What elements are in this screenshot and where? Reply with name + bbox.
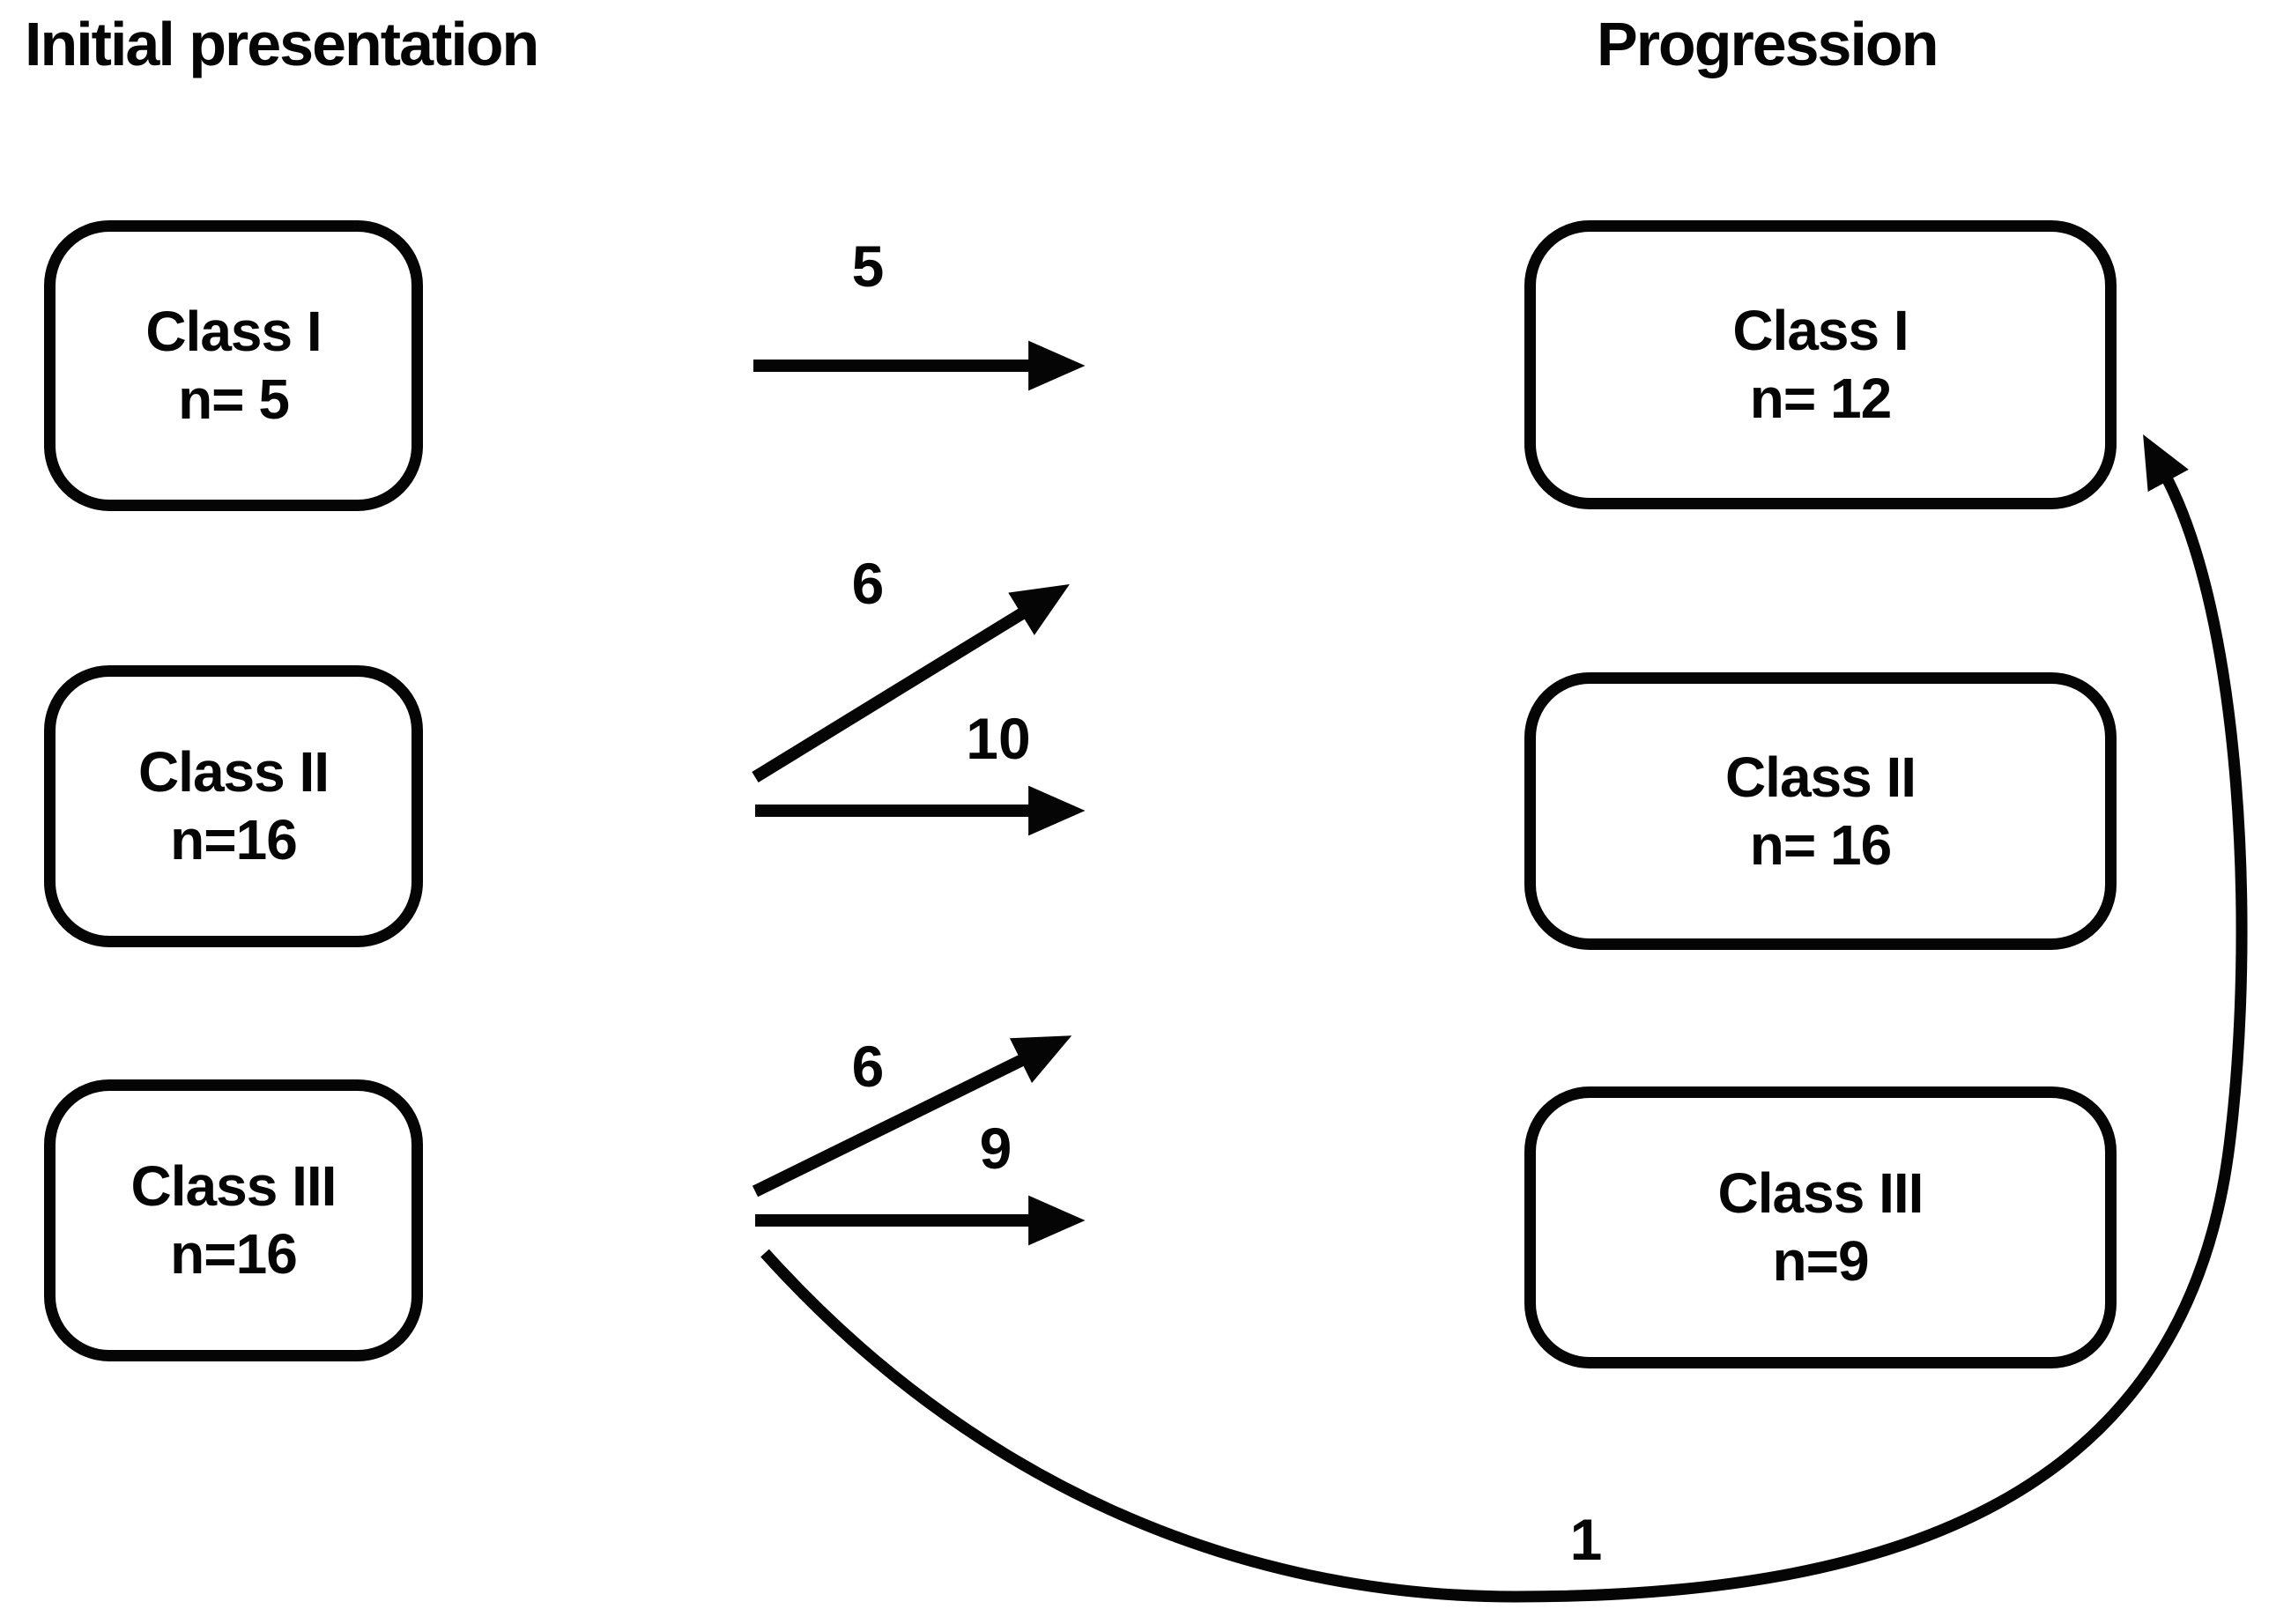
node-label: Class III [1717,1161,1924,1226]
node-label: Class II [1724,745,1917,809]
flow-value-label: 5 [851,234,885,299]
initial-presentation-header: Initial presentation [25,10,539,78]
node-progression-class-i: Class I n= 12 [1524,220,2117,509]
flow-value-label: 10 [966,706,1031,771]
node-progression-class-iii: Class III n=9 [1524,1086,2117,1368]
node-label: Class II [137,740,330,805]
node-label: Class III [130,1154,337,1219]
flow-value-label: 9 [979,1116,1012,1181]
node-label: Class I [145,300,322,364]
node-progression-class-ii: Class II n= 16 [1524,672,2117,950]
node-initial-class-iii: Class III n=16 [44,1079,423,1361]
arrow-class3-to-class1-curved-icon [760,434,2248,1603]
node-label: Class I [1732,299,1909,363]
node-count: n= 5 [178,367,290,431]
node-count: n= 12 [1749,367,1892,430]
node-count: n= 16 [1749,812,1892,877]
progression-header: Progression [1597,10,1939,78]
node-count: n=9 [1772,1229,1869,1293]
node-count: n=16 [170,808,298,871]
flow-value-label: 1 [1569,1507,1603,1572]
node-initial-class-i: Class I n= 5 [44,220,423,511]
node-count: n=16 [170,1222,298,1286]
flow-value-label: 6 [851,1034,885,1099]
node-initial-class-ii: Class II n=16 [44,665,423,947]
flow-value-label: 6 [851,551,885,616]
